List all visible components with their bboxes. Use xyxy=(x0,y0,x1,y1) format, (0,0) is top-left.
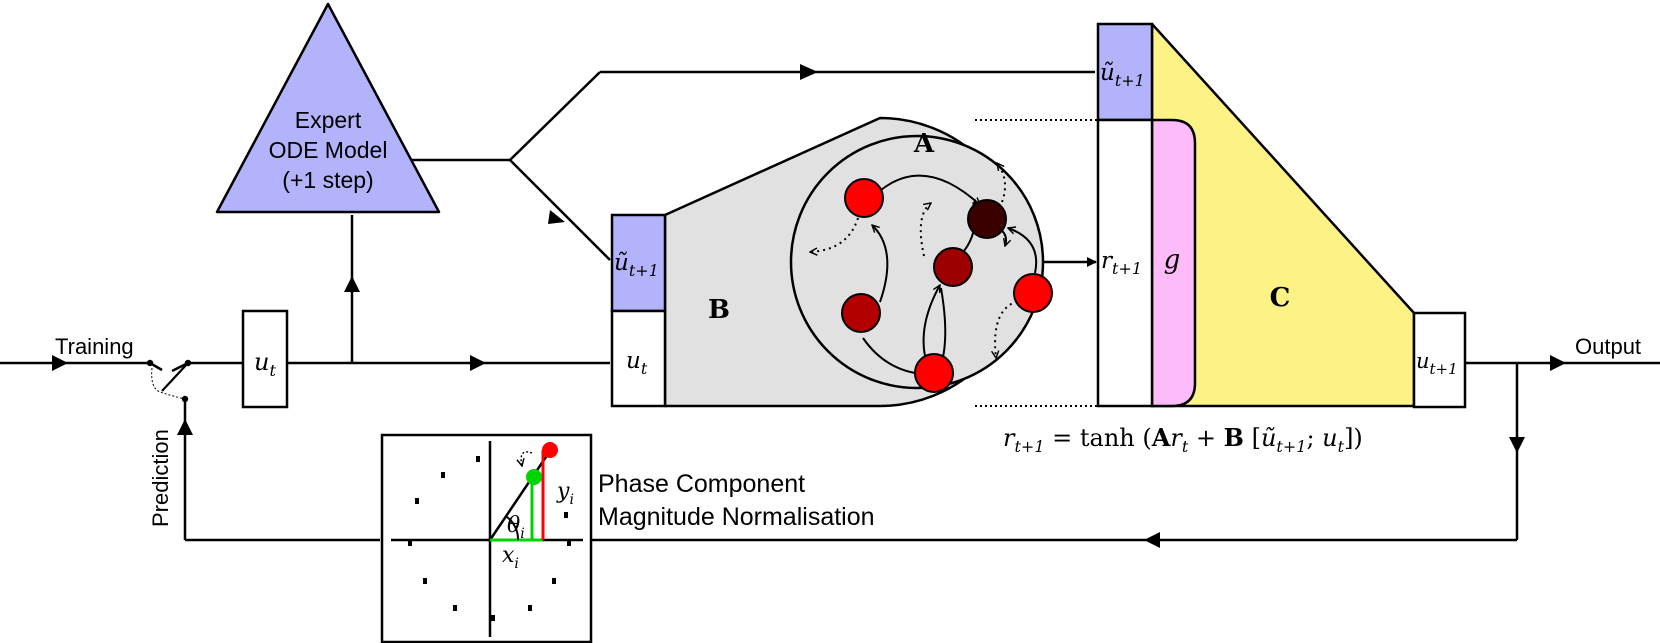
arrow-top-branch xyxy=(800,64,818,80)
projection-guides xyxy=(975,119,1098,407)
reservoir-node xyxy=(841,293,881,333)
svg-text:xi: xi xyxy=(502,543,519,572)
arrow-down-feedback xyxy=(1509,437,1525,453)
reservoir-input-stack: ũt+1 ut xyxy=(610,213,667,408)
svg-text:ũt+1: ũt+1 xyxy=(614,250,659,280)
arrow-to-expert xyxy=(344,276,360,292)
svg-text:rt+1: rt+1 xyxy=(1101,248,1142,278)
g-function-block: g xyxy=(1150,118,1197,408)
output-label: Output xyxy=(1575,334,1641,359)
g-label: g xyxy=(1164,245,1181,275)
svg-text:ut: ut xyxy=(626,348,648,378)
svg-text:yi: yi xyxy=(556,479,574,508)
expert-ode-model: Expert ODE Model (+1 step) xyxy=(215,2,441,214)
state-stack: ũt+1 rt+1 xyxy=(1096,22,1154,408)
expert-label-3: (+1 step) xyxy=(282,167,373,193)
reservoir-node xyxy=(933,247,973,287)
arrow-to-reservoir-input xyxy=(470,355,486,371)
expert-label-2: ODE Model xyxy=(269,137,388,163)
phase-label-1: Phase Component xyxy=(598,470,805,498)
phase-normalisation-box: θi xi yi xyxy=(380,433,593,643)
reservoir-a: A xyxy=(789,129,1053,393)
unit-circle-dots xyxy=(408,456,571,621)
training-label: Training xyxy=(55,334,134,359)
output-u-box: ut+1 xyxy=(1412,311,1467,409)
arrow-lower-branch xyxy=(548,210,565,224)
reservoir-dotted-connections xyxy=(810,163,1024,358)
arrow-training xyxy=(52,355,68,371)
phase-label-2: Magnitude Normalisation xyxy=(598,503,875,531)
reservoir-node xyxy=(914,353,954,393)
arrow-feedback-left xyxy=(1144,532,1160,548)
svg-text:ũt+1: ũt+1 xyxy=(1100,60,1145,90)
matrix-c-label: C xyxy=(1270,283,1291,313)
reservoir-update-equation: rt+1 = tanh (Art + B [ũt+1; ut]) xyxy=(1003,423,1363,456)
reservoir-node xyxy=(1013,273,1053,313)
svg-text:ut: ut xyxy=(254,348,276,380)
reservoir-node xyxy=(844,178,884,218)
reservoir-node xyxy=(967,199,1007,239)
arrow-prediction-up xyxy=(177,419,193,435)
prediction-label: Prediction xyxy=(148,429,173,527)
matrix-a-label: A xyxy=(913,129,935,159)
training-prediction-switch xyxy=(146,359,192,403)
matrix-b-label: B xyxy=(708,295,730,325)
signal-arrowheads xyxy=(52,64,1566,548)
input-ut-box: ut xyxy=(241,309,289,409)
arrow-output xyxy=(1550,355,1566,371)
svg-text:θi: θi xyxy=(507,513,525,542)
expert-label-1: Expert xyxy=(295,107,362,133)
svg-text:ut+1: ut+1 xyxy=(1416,349,1458,378)
